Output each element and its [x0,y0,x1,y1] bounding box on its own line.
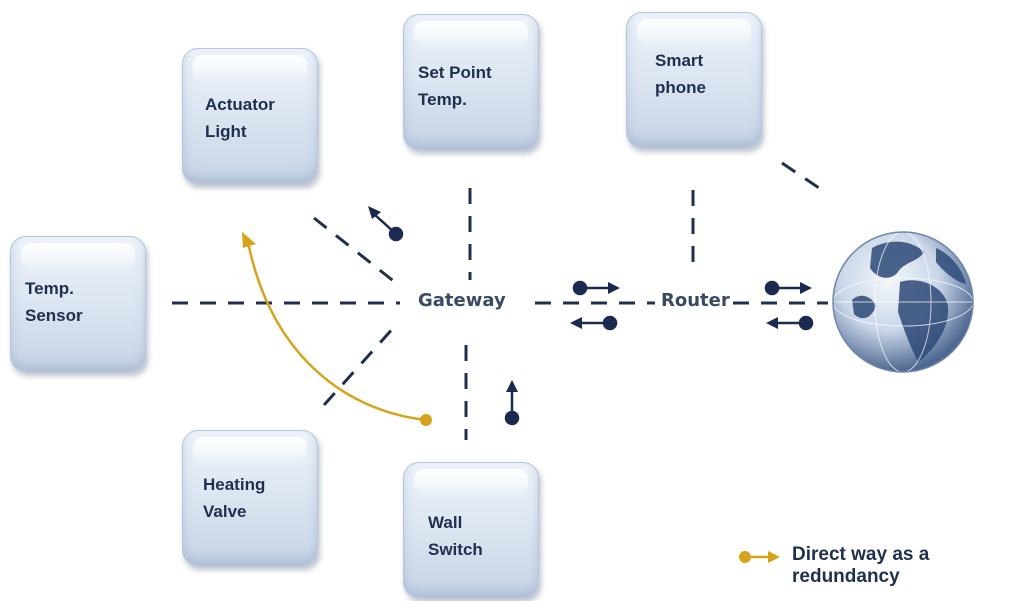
legend-label: Direct way as a redundancy [792,544,930,587]
device-actuator-light: Actuator Light [182,48,318,184]
link-heating-valve [322,323,398,407]
redundancy-dot [420,414,432,426]
device-label: Heating Valve [203,475,266,521]
redundancy-arrowhead [242,232,256,248]
arrow-head-g2r [608,282,620,294]
device-smart-phone: Smart phone [626,12,762,148]
device-label: Smart phone [655,51,706,97]
device-wall-switch: Wall Switch [403,462,539,598]
link-globe-phone [781,161,823,192]
arrow-head-w2r [766,317,778,329]
device-label: Wall Switch [428,513,483,559]
device-temp-sensor: Temp. Sensor [10,236,146,372]
device-heating-valve: Heating Valve [182,430,318,566]
globe-icon [832,231,974,373]
device-set-point-temp: Set Point Temp. [403,14,539,150]
arrow-head-r2w [800,282,812,294]
arrow-head-r2g [570,317,582,329]
redundancy-path [246,241,427,422]
device-label: Actuator Light [205,95,275,141]
arrow-head-actuator [368,206,381,219]
legend-swatch [739,551,780,563]
device-label: Set Point Temp. [418,63,492,109]
link-actuator-light [313,216,397,285]
gateway-label: Gateway [416,290,508,311]
router-label: Router [659,290,732,311]
device-label: Temp. Sensor [25,279,83,325]
arrow-head-wall-switch [506,380,518,392]
